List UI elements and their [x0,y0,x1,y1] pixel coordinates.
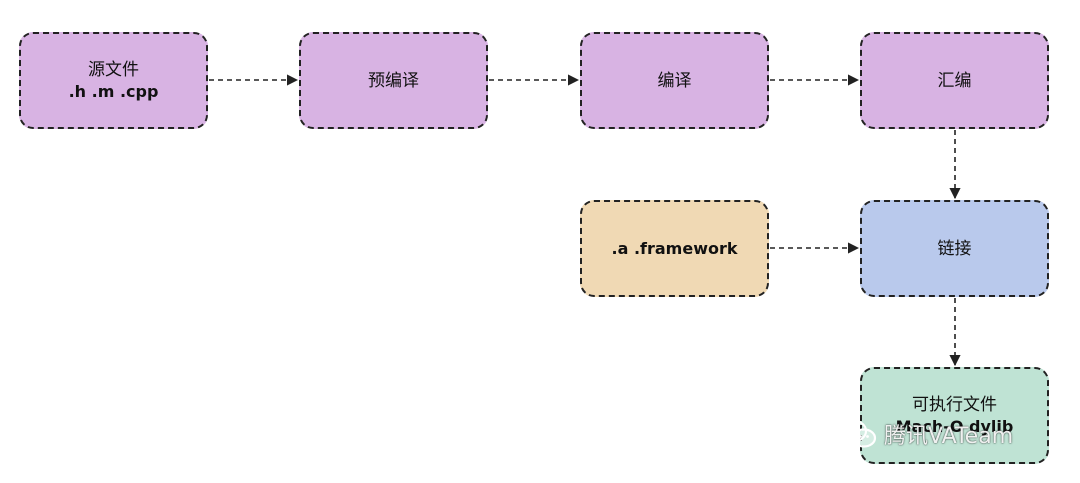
node-link: 链接 [860,200,1049,297]
node-compile: 编译 [580,32,769,129]
assemble-label: 汇编 [937,70,972,91]
node-assemble: 汇编 [860,32,1049,129]
node-source-files: 源文件 .h .m .cpp [19,32,208,129]
libraries-label: .a .framework [611,239,738,258]
watermark: 腾讯VATeam [838,416,1013,452]
compile-label: 编译 [657,70,692,91]
preprocess-label: 预编译 [368,70,419,91]
link-label: 链接 [937,238,972,259]
node-executable: 可执行文件 Mach-O dylib [860,367,1049,464]
node-preprocess: 预编译 [299,32,488,129]
source-files-extensions: .h .m .cpp [68,82,159,101]
source-files-title: 源文件 [88,60,139,80]
executable-formats: Mach-O dylib [895,417,1014,436]
watermark-text: 腾讯VATeam [884,424,1014,449]
executable-title: 可执行文件 [912,395,997,415]
wechat-icon [838,419,877,448]
node-libraries: .a .framework [580,200,769,297]
